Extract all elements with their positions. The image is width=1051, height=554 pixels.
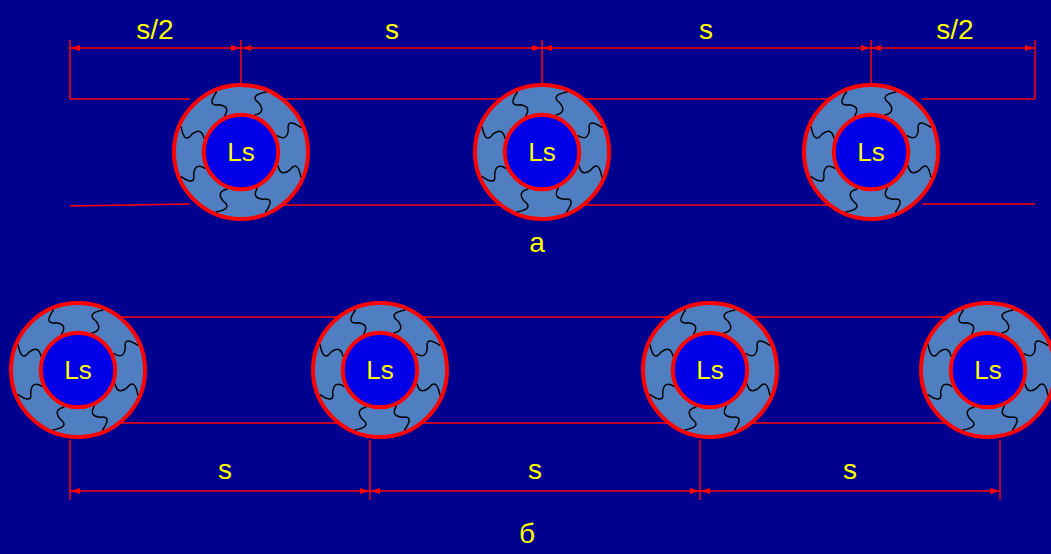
strip-edge-line bbox=[583, 204, 830, 206]
dimension-label: s bbox=[699, 14, 713, 46]
strip-edge-line bbox=[751, 422, 947, 424]
bar-cross-section: Ls bbox=[172, 83, 310, 221]
dimension-label: s bbox=[218, 454, 232, 486]
dimension-label: s/2 bbox=[936, 14, 973, 46]
bar-symbol: Ls bbox=[528, 137, 555, 168]
bar-cross-section: Ls bbox=[311, 301, 449, 439]
bar-symbol: Ls bbox=[857, 137, 884, 168]
dimension-label: s bbox=[528, 454, 542, 486]
bar-cross-section: Ls bbox=[802, 83, 940, 221]
bar-symbol: Ls bbox=[366, 355, 393, 386]
strip-edge-line bbox=[421, 422, 669, 424]
strip-edge-line bbox=[751, 316, 947, 318]
figure-letter: б bbox=[519, 518, 535, 550]
dimension-label: s bbox=[843, 454, 857, 486]
strip-edge-line bbox=[119, 316, 339, 318]
dimension-label: s bbox=[385, 14, 399, 46]
strip-edge-line bbox=[421, 316, 669, 318]
bar-symbol: Ls bbox=[696, 355, 723, 386]
bar-cross-section: Ls bbox=[919, 301, 1051, 439]
bar-cross-section: Ls bbox=[641, 301, 779, 439]
strip-edge-line bbox=[282, 204, 501, 206]
strip-edge-line bbox=[282, 98, 501, 100]
bar-cross-section: Ls bbox=[473, 83, 611, 221]
figure-letter: а bbox=[529, 227, 545, 259]
bar-symbol: Ls bbox=[64, 355, 91, 386]
strip-edge-line bbox=[119, 422, 339, 424]
bar-symbol: Ls bbox=[974, 355, 1001, 386]
bar-cross-section: Ls bbox=[9, 301, 147, 439]
strip-edge-line bbox=[583, 98, 830, 100]
bar-symbol: Ls bbox=[227, 137, 254, 168]
dimension-label: s/2 bbox=[136, 14, 173, 46]
